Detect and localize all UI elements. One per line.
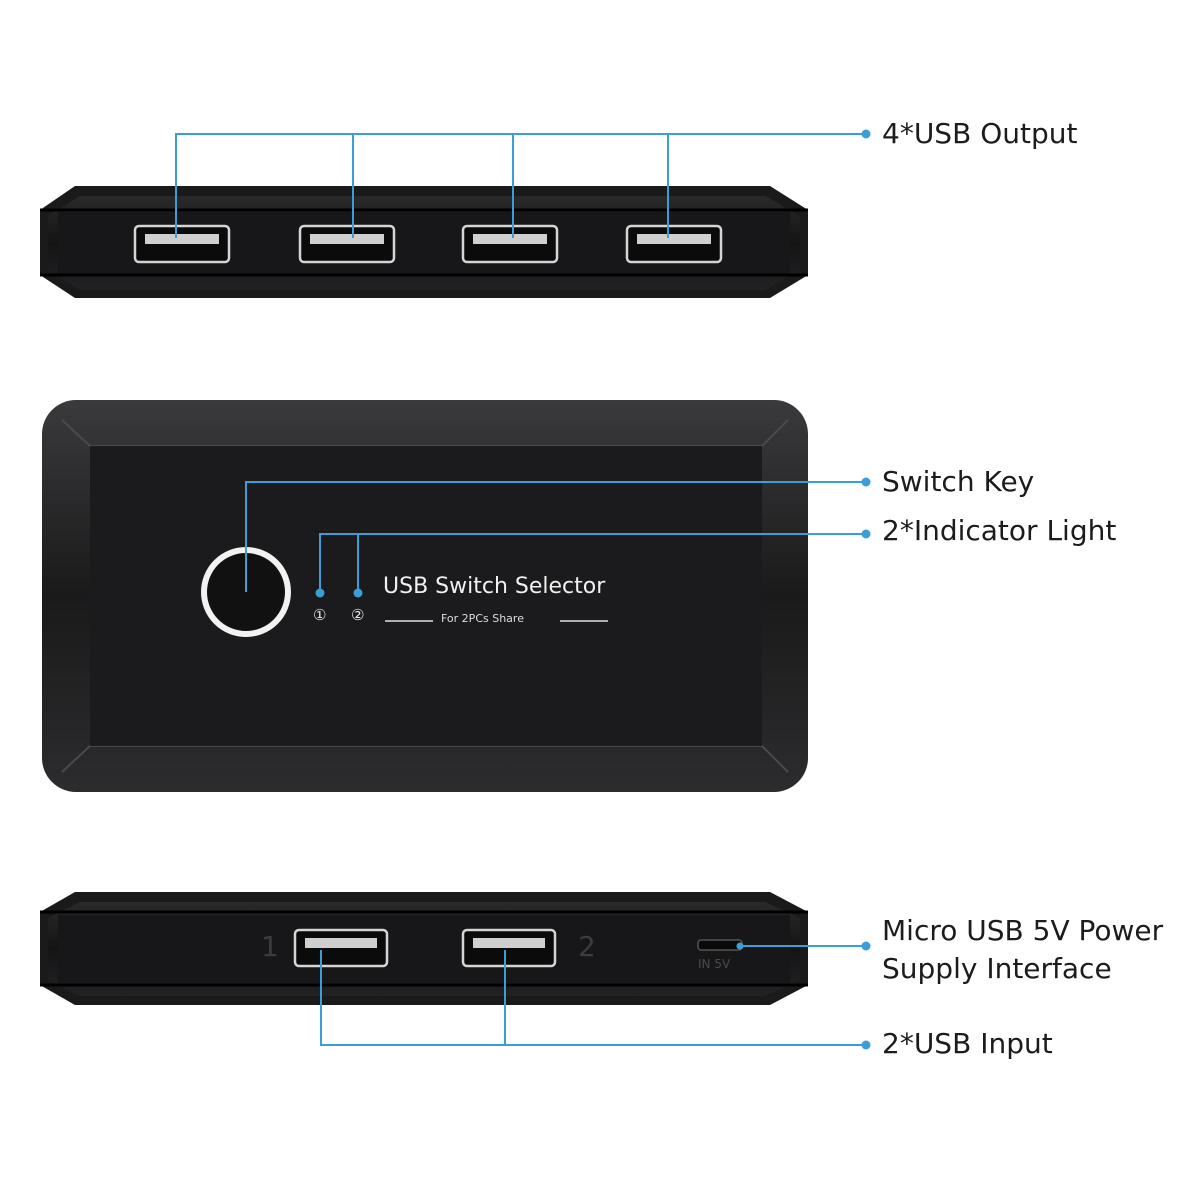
port-1-marking: 1	[261, 930, 279, 963]
usb-input-port-2	[461, 928, 557, 968]
indicator-leader	[319, 533, 866, 592]
switch-key-dot	[861, 477, 871, 487]
indicator-dot	[861, 529, 871, 539]
switch-key-label: Switch Key	[882, 465, 1035, 498]
usb-output-port	[461, 224, 559, 264]
power-marking: IN 5V	[698, 957, 731, 971]
usb-output-port	[133, 224, 231, 264]
indicator-light-label: 2*Indicator Light	[882, 514, 1117, 547]
power-label-line2: Supply Interface	[882, 952, 1112, 985]
usb-output-port	[298, 224, 396, 264]
usb-output-leader	[175, 133, 866, 238]
bottom-side-view	[40, 892, 808, 1005]
device-subtitle: For 2PCs Share	[441, 612, 524, 625]
power-dot	[861, 941, 871, 951]
usb-input-label: 2*USB Input	[882, 1027, 1053, 1060]
usb-output-port	[625, 224, 723, 264]
indicator-2-marking: ②	[351, 606, 365, 624]
usb-input-port-1	[293, 928, 389, 968]
indicator-light-2	[353, 588, 363, 598]
indicator-1-marking: ①	[313, 606, 327, 624]
power-label-line1: Micro USB 5V Power	[882, 914, 1164, 947]
port-2-marking: 2	[578, 930, 596, 963]
micro-usb-power-port	[697, 939, 743, 951]
usb-output-label: 4*USB Output	[882, 117, 1078, 150]
usb-input-dot	[861, 1040, 871, 1050]
indicator-light-1	[315, 588, 325, 598]
device-title: USB Switch Selector	[383, 574, 606, 599]
power-dot-start	[736, 942, 744, 950]
usb-output-dot	[861, 129, 871, 139]
usb-input-leader	[320, 950, 866, 1046]
switch-key-leader	[245, 481, 866, 592]
